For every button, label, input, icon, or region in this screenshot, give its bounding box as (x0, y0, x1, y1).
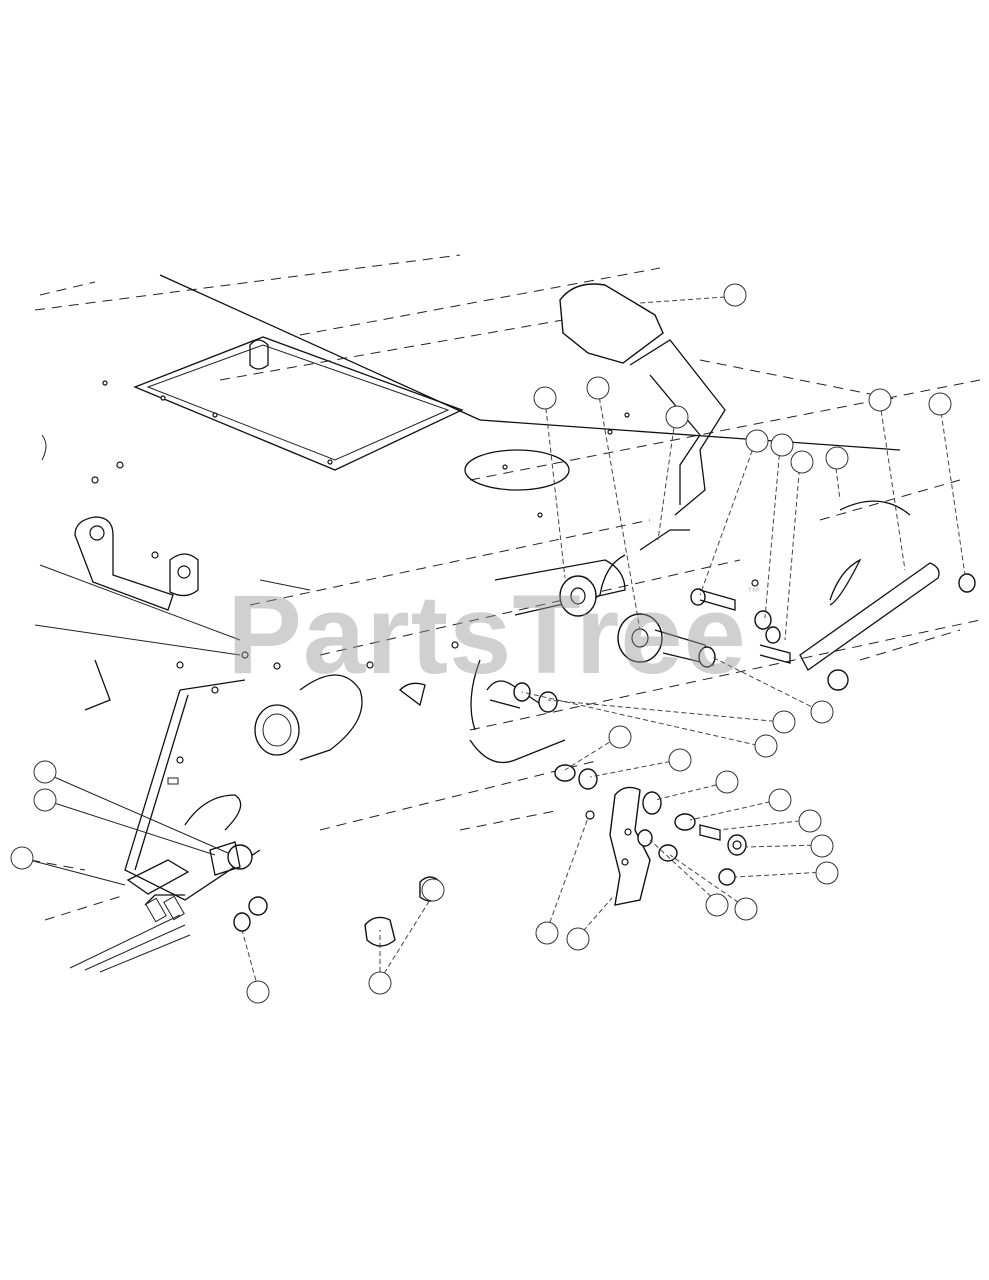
callout-bubble[interactable] (246, 980, 270, 1004)
lever-lower (609, 786, 662, 906)
deck-holes (41, 380, 630, 694)
callout-bubble[interactable] (665, 405, 689, 429)
center-small-parts (399, 680, 598, 820)
callout-bubble[interactable] (790, 450, 814, 474)
callout-bubble[interactable] (928, 392, 952, 416)
callout-bubble[interactable] (705, 893, 729, 917)
bar-right (799, 500, 976, 691)
callout-bubble[interactable] (668, 748, 692, 772)
callout-bubble[interactable] (810, 834, 834, 858)
callout-bubble[interactable] (810, 700, 834, 724)
callout-bubble[interactable] (754, 734, 778, 758)
frame-outline (29, 254, 981, 973)
upper-lever (559, 283, 726, 606)
callout-bubble[interactable] (586, 376, 610, 400)
side-plate (84, 659, 363, 901)
callout-bubble[interactable] (533, 386, 557, 410)
linkage-parts (690, 579, 791, 664)
callout-bubble[interactable] (33, 760, 57, 784)
callout-bubble[interactable] (825, 446, 849, 470)
callout-bubble[interactable] (535, 921, 559, 945)
callout-bubbles (10, 283, 952, 1004)
callout-bubble[interactable] (421, 878, 445, 902)
callout-bubble[interactable] (734, 897, 758, 921)
callout-bubble[interactable] (815, 861, 839, 885)
center-shaft (469, 559, 716, 764)
callout-bubble[interactable] (10, 846, 34, 870)
callout-bubble[interactable] (772, 710, 796, 734)
left-bracket (74, 516, 311, 611)
callout-bubble[interactable] (868, 388, 892, 412)
callout-bubble[interactable] (745, 429, 769, 453)
left-hardware (126, 841, 268, 932)
callout-bubble[interactable] (768, 788, 792, 812)
callout-bubble[interactable] (770, 433, 794, 457)
access-panel (133, 336, 464, 471)
callout-bubble[interactable] (723, 283, 747, 307)
callout-bubble[interactable] (798, 809, 822, 833)
callout-bubble[interactable] (33, 788, 57, 812)
oval-opening (464, 449, 570, 491)
callout-leaders (21, 296, 966, 989)
hardware-stack (658, 813, 747, 886)
callout-bubble[interactable] (566, 927, 590, 951)
callout-bubble[interactable] (715, 770, 739, 794)
callout-bubble[interactable] (368, 971, 392, 995)
callout-bubble[interactable] (608, 725, 632, 749)
